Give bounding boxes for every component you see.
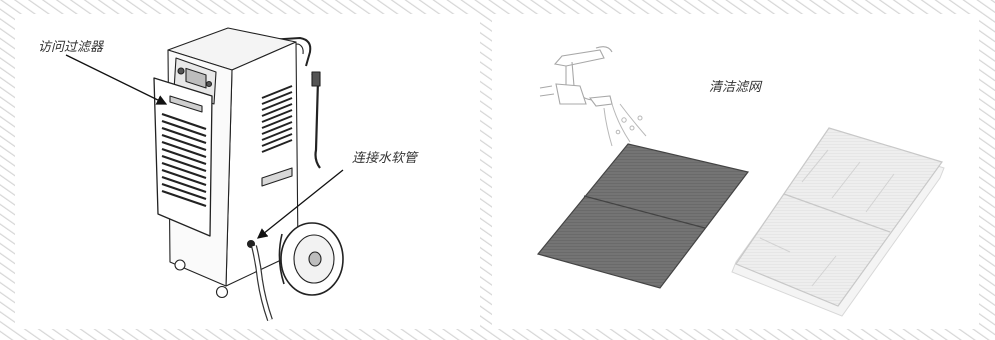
access-filter-arrow — [65, 54, 168, 105]
caption-clean-filter: 清洁滤网 — [709, 80, 762, 95]
dehumidifier-drawing — [153, 27, 344, 321]
hose-arrow — [256, 169, 344, 239]
clean-filter-drawing — [731, 127, 945, 317]
caption-connect-hose: 连接水软管 — [352, 151, 418, 166]
faucet-drawing — [539, 46, 613, 107]
caption-access-filter: 访问过滤器 — [38, 40, 104, 55]
water-stream — [603, 103, 647, 147]
dirty-filter-drawing — [536, 143, 750, 289]
